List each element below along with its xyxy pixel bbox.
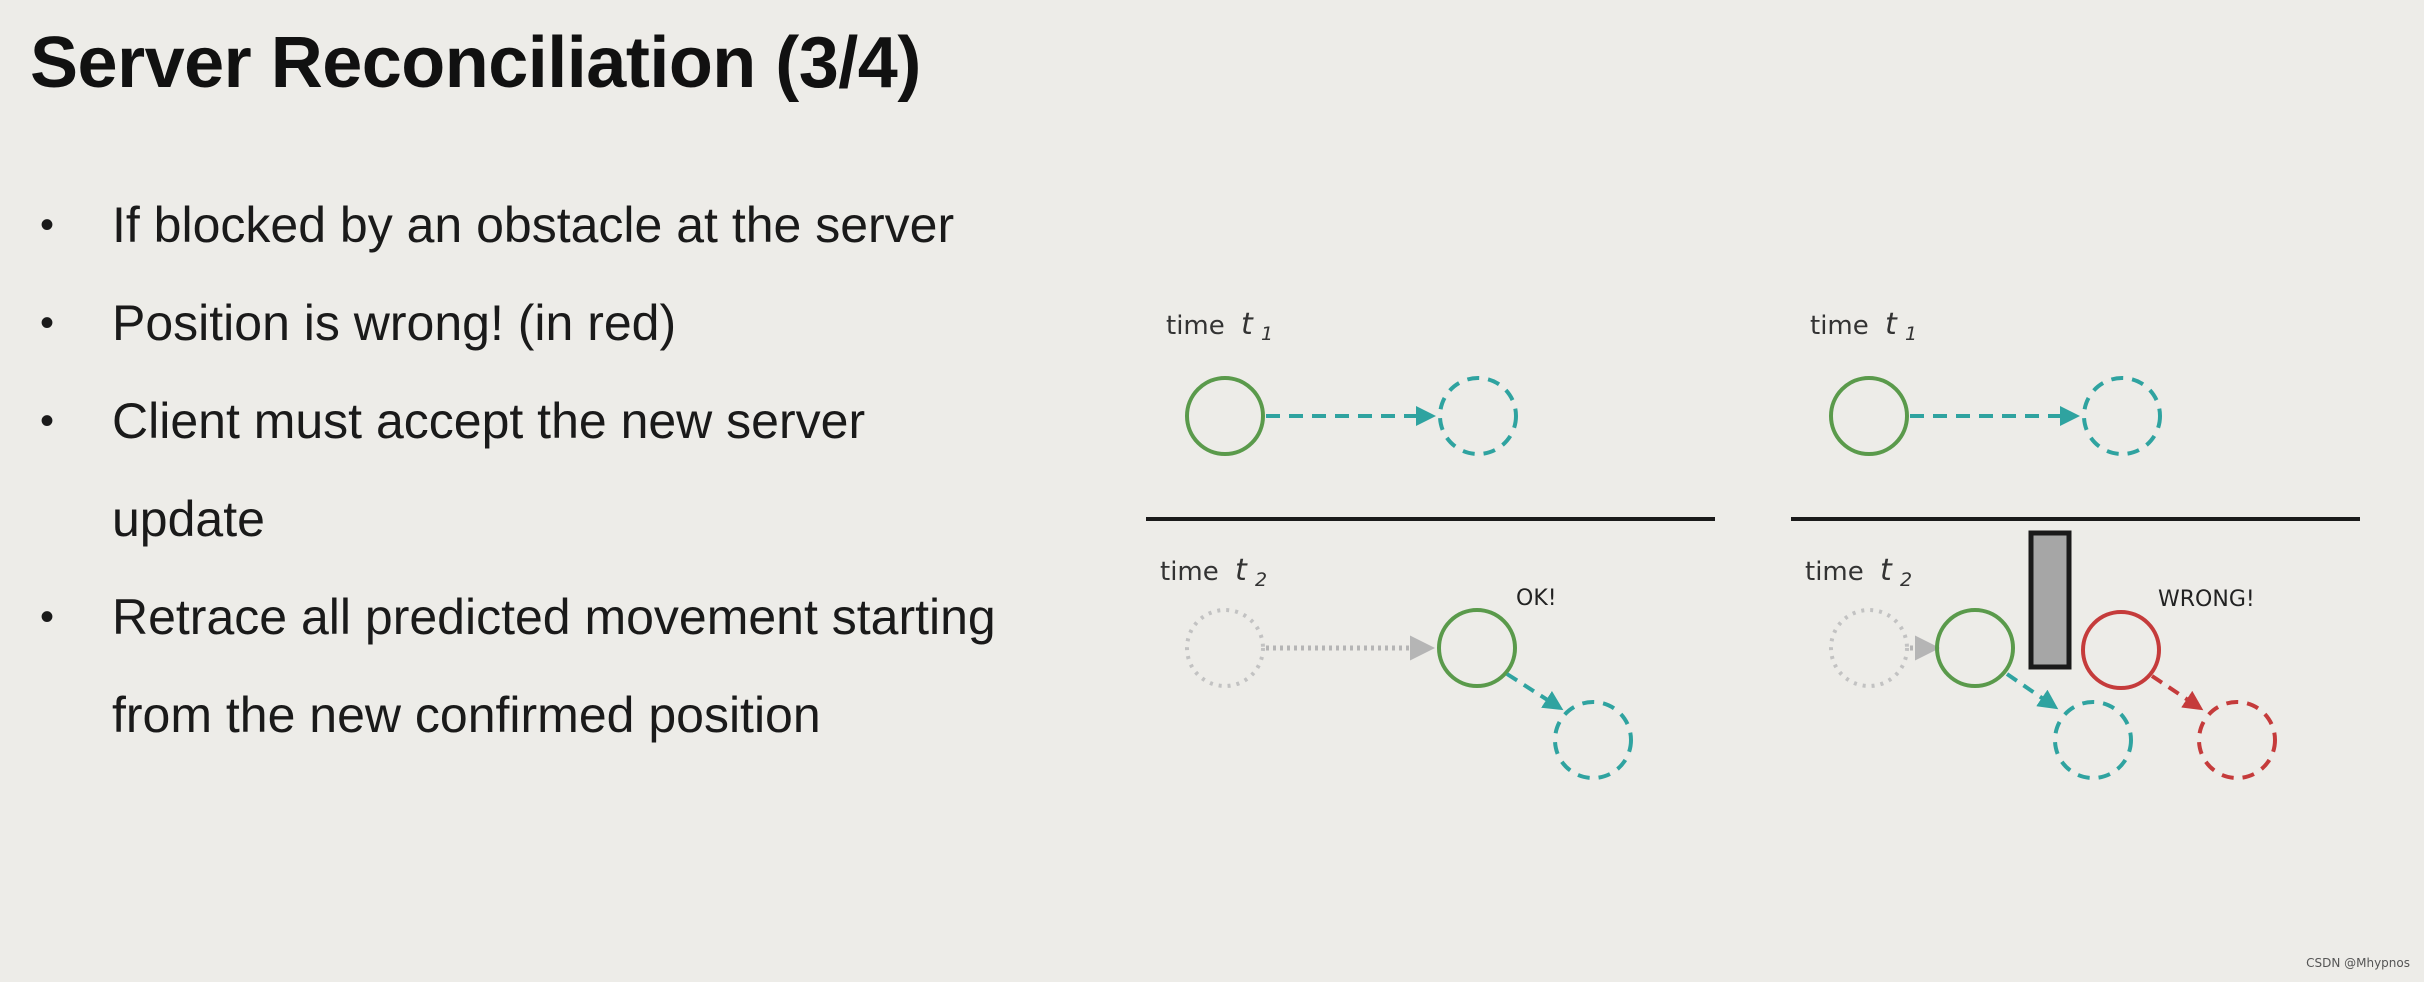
predicted-position-circle — [2082, 376, 2162, 456]
client-position-circle — [1829, 376, 1909, 456]
bullet-dot: • — [40, 301, 55, 345]
corrected-predicted-circle — [2053, 700, 2133, 780]
bullet-item: • Client must accept the new server — [30, 372, 1130, 470]
bullet-text: from the new confirmed position — [112, 687, 821, 743]
time-t1-label: time t 1 — [1810, 307, 1917, 345]
time-t2-label: time t 2 — [1160, 553, 1267, 591]
wrong-label: WRONG! — [2158, 587, 2255, 612]
bullet-item: • Position is wrong! (in red) — [30, 274, 1130, 372]
wrong-predicted-circle — [2197, 700, 2277, 780]
time-word: time — [1166, 311, 1225, 341]
bullet-list: • If blocked by an obstacle at the serve… — [30, 176, 1130, 764]
bullet-text: update — [112, 491, 265, 547]
repredicted-move-arrow — [1505, 672, 1564, 711]
bullet-text: If blocked by an obstacle at the server — [112, 197, 955, 253]
repredicted-position-circle — [1553, 700, 1633, 780]
blocked-server-position-circle — [1935, 608, 2015, 688]
time-t2-label: time t 2 — [1805, 553, 1912, 591]
obstacle-block — [2028, 530, 2072, 670]
corrected-move-arrow — [2005, 672, 2059, 710]
previous-position-circle — [1185, 608, 1265, 688]
bullet-item: • Retrace all predicted movement startin… — [30, 568, 1130, 666]
bullet-text: Position is wrong! (in red) — [112, 295, 677, 351]
confirmed-position-circle — [1437, 608, 1517, 688]
watermark-credit: CSDN @Mhypnos — [2306, 956, 2410, 970]
bullet-dot: • — [40, 399, 55, 443]
bullet-dot: • — [40, 203, 55, 247]
left-panel: time t 1 time t 2 OK! — [1146, 307, 1715, 780]
bullet-text: Client must accept the new server — [112, 393, 866, 449]
previous-position-circle — [1829, 608, 1909, 688]
client-position-circle — [1185, 376, 1265, 456]
wrong-move-arrow — [2150, 674, 2204, 711]
time-t1-label: time t 1 — [1166, 307, 1273, 345]
slide-title: Server Reconciliation (3/4) — [30, 23, 921, 103]
bullet-dot: • — [40, 595, 55, 639]
ok-label: OK! — [1516, 586, 1557, 611]
bullet-item-continuation: update — [30, 470, 1130, 568]
bullet-item: • If blocked by an obstacle at the serve… — [30, 176, 1130, 274]
predicted-position-circle — [1438, 376, 1518, 456]
bullet-item-continuation: from the new confirmed position — [30, 666, 1130, 764]
wrong-position-circle — [2081, 610, 2161, 690]
right-panel: time t 1 time t 2 WRONG! — [1791, 307, 2360, 780]
bullet-text: Retrace all predicted movement starting — [112, 589, 996, 645]
